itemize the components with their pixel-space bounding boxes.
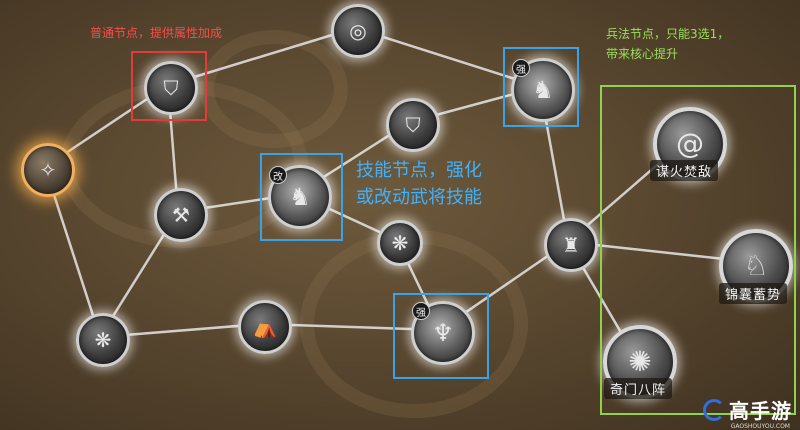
strategy-note-line2: 带来核心提升: [606, 47, 679, 61]
normal-node-highlight-box: [131, 51, 207, 121]
normal-node-swirl[interactable]: ◎: [331, 4, 385, 58]
modify-badge: 改: [269, 166, 287, 184]
strategy-label-formation: 奇门八阵: [604, 378, 673, 399]
skill-node-highlight-box-lower: [393, 293, 489, 379]
skill-node-highlight-box-middle: [260, 153, 343, 241]
normal-node-shield-2[interactable]: ⛉: [386, 98, 440, 152]
general-portrait-icon: ♞: [289, 183, 311, 211]
general-portrait-icon: ♞: [532, 76, 554, 104]
armor-icon: ♜: [562, 233, 580, 257]
skill-node-highlight-box-upper: [503, 47, 579, 127]
skill-node-lower[interactable]: ♆ 强: [411, 301, 475, 365]
strategy-nodes-highlight-box: [600, 85, 796, 415]
logo-subtext: GAOSHOUYOU.COM: [730, 423, 790, 430]
strategy-note-line1: 兵法节点，只能3选1，: [606, 27, 730, 41]
normal-node-fan[interactable]: ❋: [377, 220, 423, 266]
horse-rider-icon: ♘: [743, 249, 769, 282]
axe-icon: ⚒: [172, 203, 190, 227]
site-logo: 高手游: [703, 395, 792, 424]
normal-node-shield[interactable]: ⛉: [144, 61, 198, 115]
logo-text: 高手游: [729, 399, 792, 423]
warrior-icon: ✧: [39, 158, 57, 182]
claw-icon: ❋: [94, 328, 112, 352]
normal-node-claw[interactable]: ❋: [76, 313, 130, 367]
skill-note-line2: 或改动武将技能: [356, 187, 482, 208]
tent-icon: ⛺: [252, 315, 278, 339]
swirl-icon: ◎: [349, 19, 367, 43]
formation-icon: ✺: [628, 345, 652, 378]
skill-node-middle[interactable]: ♞ 改: [268, 165, 332, 229]
fire-swirl-icon: @: [676, 127, 704, 160]
strategy-label-horse: 锦囊蓄势: [719, 283, 788, 304]
start-node[interactable]: ✧: [21, 143, 75, 197]
logo-mark-icon: [703, 398, 725, 421]
shield-icon: ⛉: [163, 76, 179, 100]
skill-node-upper[interactable]: ♞ 强: [511, 58, 575, 122]
fan-icon: ❋: [391, 231, 409, 255]
enhance-badge: 强: [412, 302, 430, 320]
strategy-label-fire: 谋火焚敌: [650, 160, 719, 181]
normal-node-armor[interactable]: ♜: [544, 218, 598, 272]
normal-node-note: 普通节点，提供属性加成: [90, 26, 223, 40]
skill-note-line1: 技能节点，强化: [356, 160, 482, 181]
normal-node-axe[interactable]: ⚒: [154, 188, 208, 242]
enhance-badge: 强: [512, 59, 530, 77]
chalice-icon: ♆: [432, 319, 454, 347]
shield-icon: ⛉: [405, 113, 421, 137]
normal-node-tent[interactable]: ⛺: [238, 300, 292, 354]
